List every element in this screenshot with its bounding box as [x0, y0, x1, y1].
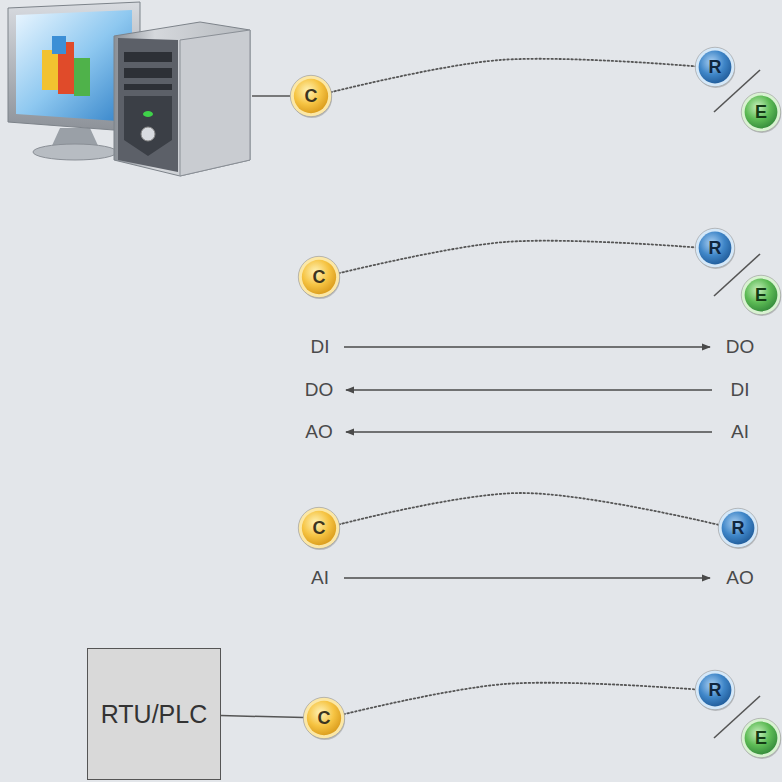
- endpoint-letter: R: [709, 57, 722, 78]
- signal-name: DO: [726, 336, 755, 358]
- endpoint-letter: C: [313, 267, 326, 288]
- comm-link: [331, 59, 696, 92]
- endpoint-circle: R: [717, 507, 759, 549]
- endpoint-circle: E: [740, 274, 782, 316]
- endpoint-letter: E: [755, 102, 767, 123]
- signal-name: AI: [311, 567, 329, 589]
- endpoint-circle: R: [694, 669, 736, 711]
- endpoint-letter: R: [709, 680, 722, 701]
- comm-link: [339, 493, 720, 525]
- signal-arrow: [344, 347, 712, 578]
- comm-link: [339, 241, 696, 274]
- signal-name: AI: [731, 421, 749, 443]
- endpoint-circle: E: [740, 717, 782, 759]
- controller-label: RTU/PLC: [101, 700, 208, 729]
- endpoint-circle: R: [694, 227, 736, 269]
- endpoint-circle: R: [694, 46, 736, 88]
- endpoint-letter: C: [305, 86, 318, 107]
- controller-box: RTU/PLC: [87, 648, 221, 780]
- endpoint-circle: E: [740, 91, 782, 133]
- signal-name: AO: [726, 567, 753, 589]
- signal-name: AO: [305, 421, 332, 443]
- computer-illustration: [8, 2, 290, 176]
- signal-name: DI: [731, 379, 750, 401]
- endpoint-letter: R: [732, 518, 745, 539]
- signal-name: DO: [305, 379, 334, 401]
- comm-link: [344, 683, 696, 715]
- signal-name: DI: [311, 336, 330, 358]
- endpoint-letter: E: [755, 285, 767, 306]
- endpoint-letter: R: [709, 238, 722, 259]
- redundancy-slash: [714, 70, 760, 738]
- endpoint-letter: C: [313, 518, 326, 539]
- endpoint-circle: C: [297, 255, 341, 299]
- endpoint-circle: C: [302, 696, 346, 740]
- endpoint-circle: C: [297, 506, 341, 550]
- wire: [221, 716, 304, 718]
- endpoint-letter: C: [318, 708, 331, 729]
- endpoint-letter: E: [755, 728, 767, 749]
- endpoint-circle: C: [289, 74, 333, 118]
